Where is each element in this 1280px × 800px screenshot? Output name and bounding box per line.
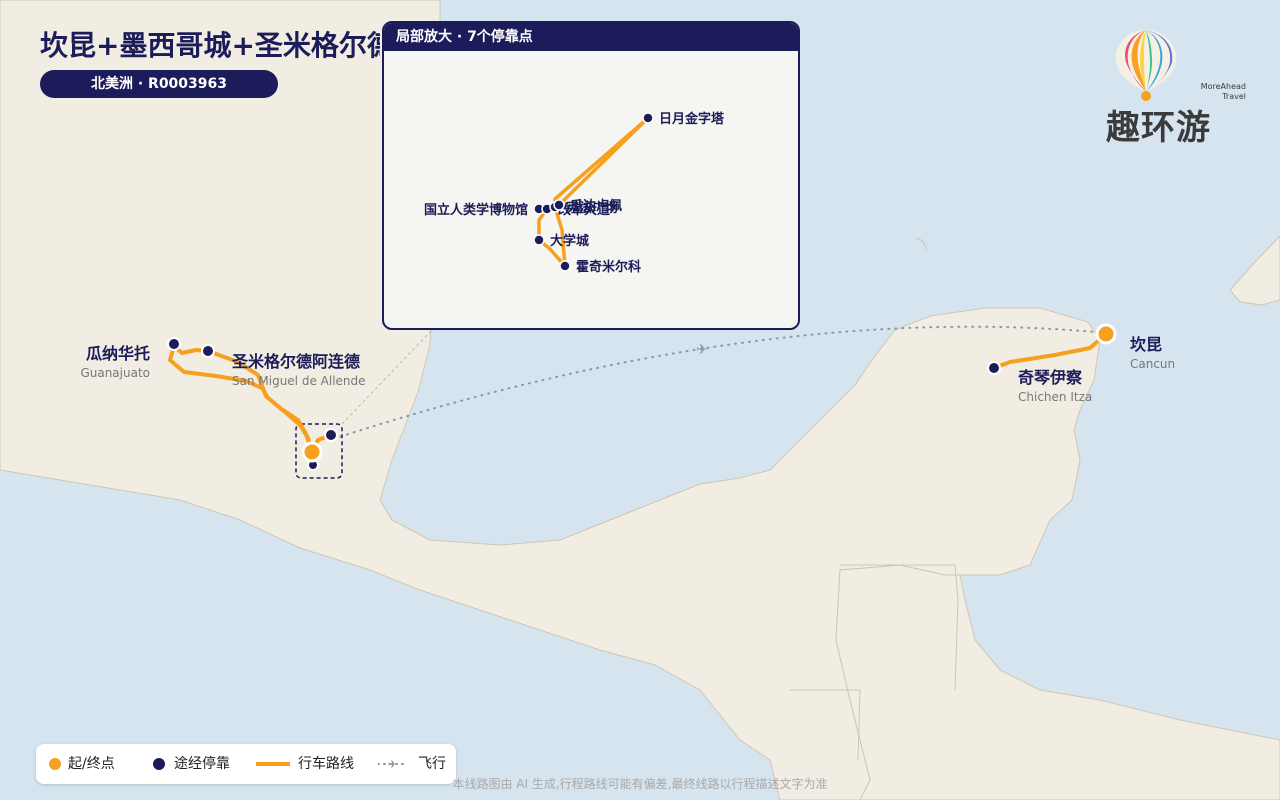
label-cancun-en: Cancun <box>1130 357 1175 371</box>
airplane-icon: ✈ <box>696 342 708 358</box>
land-cuba <box>1229 235 1280 306</box>
legend-endpoint: 起/终点 <box>68 756 115 772</box>
region-badge: 北美洲 · R0003963 <box>40 70 278 98</box>
drive-swatch-icon <box>256 762 290 766</box>
logo-en: MoreAhead Travel <box>1201 82 1246 102</box>
inset-stop-marker-5[interactable] <box>533 234 545 246</box>
land-islet <box>915 237 927 251</box>
label-guanajuato-en: Guanajuato <box>80 366 150 380</box>
label-chichen: 奇琴伊察 <box>1018 368 1083 387</box>
flight-swatch-icon: ✈ <box>378 758 408 771</box>
label-guanajuato: 瓜纳华托 <box>86 344 150 363</box>
inset-stop-label-6: 霍奇米尔科 <box>576 259 641 275</box>
legend-drive: 行车路线 <box>298 756 354 772</box>
balloon-icon <box>1115 30 1177 101</box>
label-sanmiguel-en: San Miguel de Allende <box>232 374 366 388</box>
label-cancun: 坎昆 <box>1130 335 1162 354</box>
marker-endpoint-mexicocity[interactable] <box>301 441 323 463</box>
inset-title: 局部放大 · 7个停靠点 <box>384 23 798 51</box>
disclaimer: 本线路图由 AI 生成,行程路线可能有偏差,最终线路以行程描述文字为准 <box>452 777 828 791</box>
drive-route-yucatan <box>992 332 1108 370</box>
inset-stop-marker-0[interactable] <box>642 112 654 124</box>
marker-endpoint-cancun[interactable] <box>1095 323 1117 345</box>
inset-stop-label-3: 宪法广场 <box>566 200 618 216</box>
logo-en-line1: MoreAhead <box>1200 82 1246 91</box>
logo-text: 趣环游 <box>1106 108 1211 148</box>
inset-connector <box>341 329 433 425</box>
land-mexico <box>0 0 1101 800</box>
endpoint-swatch-icon <box>49 758 61 770</box>
inset-stop-marker-4[interactable] <box>553 199 565 211</box>
inset-stop-label-5: 大学城 <box>550 233 589 249</box>
logo-en-line2: Travel <box>1222 92 1246 101</box>
legend-flight: 飞行 <box>418 756 446 772</box>
land-central-america <box>835 564 1280 800</box>
legend-stop: 途经停靠 <box>174 756 230 772</box>
marker-stop-teotihuacan[interactable] <box>324 428 338 442</box>
inset-stop-label-2: 改革大道 <box>558 202 610 218</box>
zoom-box[interactable] <box>295 423 343 479</box>
legend: 起/终点 途经停靠 行车路线 ✈ 飞行 <box>36 744 456 784</box>
inset-stop-label-0: 日月金字塔 <box>659 111 725 127</box>
border-guatemala <box>790 564 959 761</box>
inset-panel: 局部放大 · 7个停靠点 日月金字塔国立人类学博物馆 改革大道宪法广场瓜达卢佩大学… <box>382 21 800 330</box>
stop-swatch-icon <box>153 758 165 770</box>
inset-stop-label-4: 瓜达卢佩 <box>570 198 622 214</box>
marker-stop-chichen[interactable] <box>987 361 1001 375</box>
svg-text:✈: ✈ <box>388 758 397 771</box>
label-sanmiguel: 圣米格尔德阿连德 <box>231 352 360 371</box>
drive-route-central <box>168 344 333 454</box>
inset-stop-label-1: 国立人类学博物馆 <box>424 202 528 218</box>
page-title: 坎昆+墨西哥城+圣米格尔德阿连德+瓜纳华托 <box>40 29 380 62</box>
marker-stop-guanajuato[interactable] <box>167 337 181 351</box>
label-chichen-en: Chichen Itza <box>1018 390 1092 404</box>
marker-stop-sanmiguel[interactable] <box>201 344 215 358</box>
brand-logo: MoreAhead Travel 趣环游 <box>1100 26 1250 148</box>
inset-stop-marker-6[interactable] <box>559 260 571 272</box>
